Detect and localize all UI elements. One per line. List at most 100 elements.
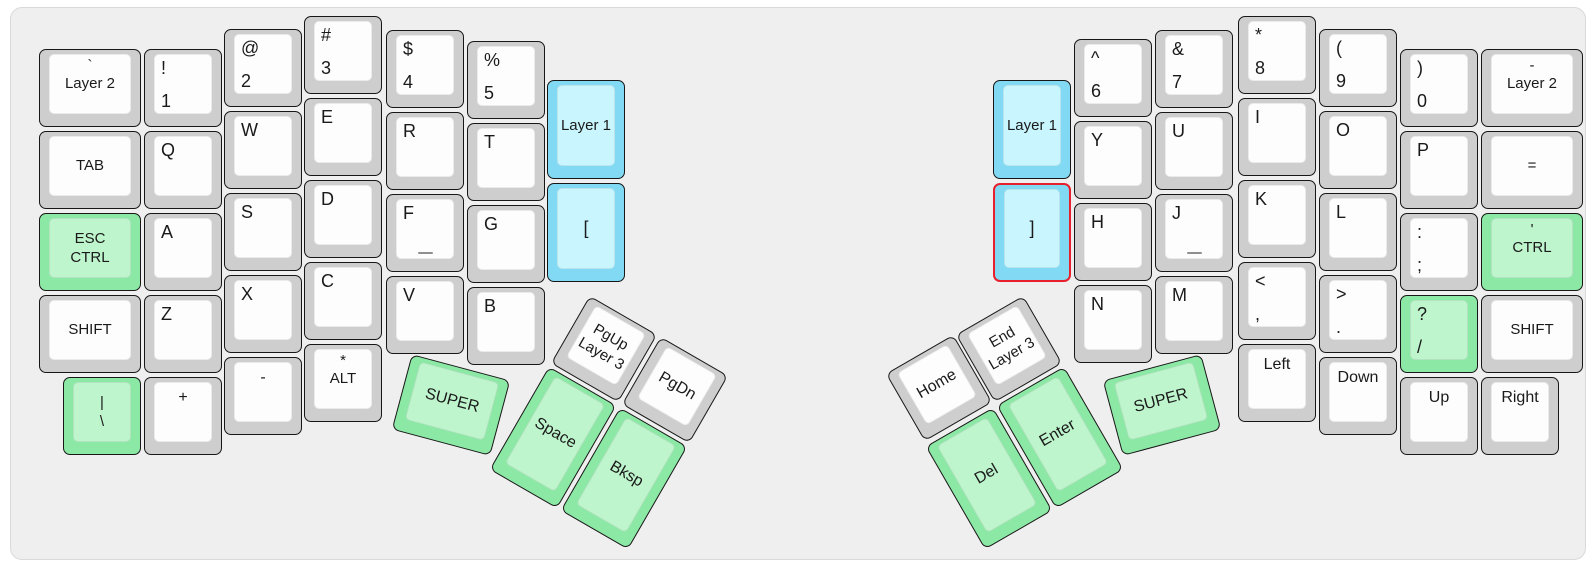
keycap-face	[73, 382, 131, 442]
key-v[interactable]: V	[386, 276, 464, 354]
key-legend: $	[403, 39, 414, 59]
key-legend: N	[1091, 294, 1104, 314]
key-z[interactable]: Z	[144, 295, 222, 373]
key-at-2[interactable]: @2	[224, 29, 302, 107]
key-percent-5[interactable]: %5	[467, 41, 545, 119]
key-arrow-up[interactable]: Up	[1400, 377, 1478, 455]
key-lbracket[interactable]: [	[547, 183, 625, 282]
keycap-face	[1491, 382, 1549, 442]
key-amp-7[interactable]: &7	[1155, 30, 1233, 108]
key-plus[interactable]: +	[144, 377, 222, 455]
key-arrow-left[interactable]: Left	[1238, 344, 1316, 422]
key-w[interactable]: W	[224, 111, 302, 189]
key-exclam-1[interactable]: !1	[144, 49, 222, 127]
keycap-face	[234, 280, 292, 340]
keycap-face	[154, 218, 212, 278]
key-quote-ctrl[interactable]: 'CTRL	[1481, 213, 1583, 291]
key-legend: :	[1417, 222, 1423, 242]
key-legend: 8	[1255, 57, 1266, 78]
key-legend: ?	[1417, 304, 1428, 324]
key-legend: >	[1336, 284, 1347, 304]
key-super-left[interactable]: SUPER	[391, 354, 511, 456]
key-legend: Home	[913, 365, 960, 402]
key-j[interactable]: J	[1155, 194, 1233, 272]
key-legend: 3	[321, 57, 332, 78]
key-legend: ALT	[329, 370, 357, 388]
key-tab[interactable]: TAB	[39, 131, 141, 209]
key-m[interactable]: M	[1155, 276, 1233, 354]
key-equals[interactable]: =	[1481, 131, 1583, 209]
key-lt-comma[interactable]: <,	[1238, 262, 1316, 340]
key-layer1-left[interactable]: Layer 1	[547, 80, 625, 179]
key-shift-left[interactable]: SHIFT	[39, 295, 141, 373]
key-esc-ctrl[interactable]: ESC CTRL	[39, 213, 141, 291]
keycap-face	[314, 21, 372, 81]
key-legend: M	[1172, 285, 1187, 305]
key-legend: 5	[484, 82, 495, 103]
key-caret-6[interactable]: ^6	[1074, 39, 1152, 117]
key-t[interactable]: T	[467, 123, 545, 201]
key-legend: ;	[1417, 254, 1423, 275]
key-h[interactable]: H	[1074, 203, 1152, 281]
key-minus-layer2[interactable]: -Layer 2	[1481, 49, 1583, 127]
key-legend: Right	[1501, 389, 1539, 406]
key-b[interactable]: B	[467, 287, 545, 365]
key-q[interactable]: Q	[144, 131, 222, 209]
key-k[interactable]: K	[1238, 180, 1316, 258]
key-i[interactable]: I	[1238, 98, 1316, 176]
key-arrow-right[interactable]: Right	[1481, 377, 1559, 455]
key-legend: U	[1172, 121, 1185, 141]
key-x[interactable]: X	[224, 275, 302, 353]
key-question-slash[interactable]: ?/	[1400, 295, 1478, 373]
key-dollar-4[interactable]: $4	[386, 30, 464, 108]
key-legend: -	[1529, 57, 1535, 74]
key-lparen-9[interactable]: (9	[1319, 29, 1397, 107]
key-pipe-backslash[interactable]: | \	[63, 377, 141, 455]
key-o[interactable]: O	[1319, 111, 1397, 189]
key-super-right[interactable]: SUPER	[1102, 354, 1222, 456]
key-r[interactable]: R	[386, 112, 464, 190]
key-shift-right[interactable]: SHIFT	[1481, 295, 1583, 373]
key-legend: =	[1527, 157, 1537, 175]
key-colon-semicolon[interactable]: :;	[1400, 213, 1478, 291]
key-d[interactable]: D	[304, 180, 382, 258]
key-arrow-down[interactable]: Down	[1319, 357, 1397, 435]
keycap-face	[49, 54, 131, 114]
key-c[interactable]: C	[304, 262, 382, 340]
key-legend: Layer 1	[560, 116, 612, 134]
key-layer1-right[interactable]: Layer 1	[993, 80, 1071, 179]
key-s[interactable]: S	[224, 193, 302, 271]
key-a[interactable]: A	[144, 213, 222, 291]
key-rbracket[interactable]: ]	[993, 183, 1071, 282]
key-e[interactable]: E	[304, 98, 382, 176]
keycap-face	[49, 218, 131, 278]
key-legend: /	[1417, 336, 1423, 357]
key-f[interactable]: F	[386, 194, 464, 272]
key-hash-3[interactable]: #3	[304, 16, 382, 94]
key-layer2-left[interactable]: `Layer 2	[39, 49, 141, 127]
key-y[interactable]: Y	[1074, 121, 1152, 199]
key-legend: +	[178, 389, 188, 406]
keycap-face	[234, 362, 292, 422]
key-u[interactable]: U	[1155, 112, 1233, 190]
key-g[interactable]: G	[467, 205, 545, 283]
keycap-face	[477, 128, 535, 188]
key-legend: Layer 2	[1506, 75, 1558, 93]
key-legend: PgUp Layer 3	[575, 320, 632, 374]
key-minus-left[interactable]: -	[224, 357, 302, 435]
key-gt-period[interactable]: >.	[1319, 275, 1397, 353]
key-legend: ]	[1029, 217, 1035, 238]
keycap-face	[1248, 21, 1306, 81]
key-rparen-0[interactable]: )0	[1400, 49, 1478, 127]
key-legend: J	[1172, 203, 1181, 223]
key-legend: 4	[403, 71, 414, 92]
key-star-8[interactable]: *8	[1238, 16, 1316, 94]
key-n[interactable]: N	[1074, 285, 1152, 363]
keycap-face	[477, 46, 535, 106]
key-p[interactable]: P	[1400, 131, 1478, 209]
keycap-face	[1410, 300, 1468, 360]
keycap-face	[557, 85, 615, 166]
key-legend: O	[1336, 120, 1351, 140]
key-star-alt[interactable]: *ALT	[304, 344, 382, 422]
key-l[interactable]: L	[1319, 193, 1397, 271]
